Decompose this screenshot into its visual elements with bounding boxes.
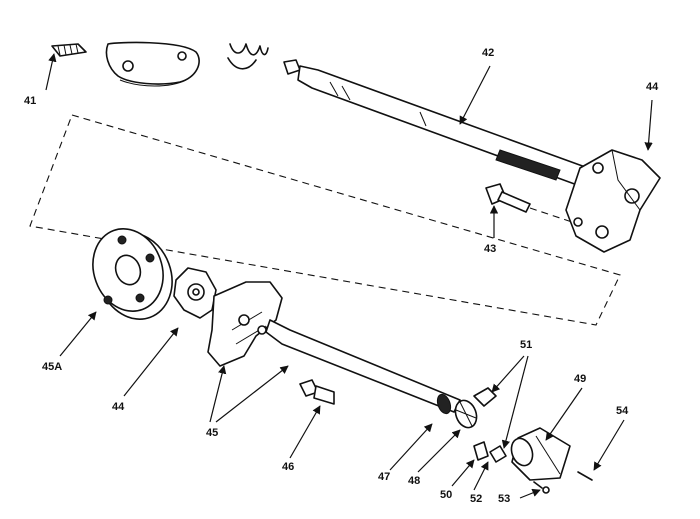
part-44-lock-plate: [173, 267, 217, 319]
callout-51: 51: [520, 339, 533, 351]
callout-46: 46: [282, 461, 295, 473]
callout-52: 52: [470, 493, 483, 505]
part-45-lower-shaft-bracket: [207, 281, 461, 413]
part-42-upper-shaft: [283, 59, 589, 187]
callout-44-lower: 44: [112, 401, 125, 413]
part-45A-disc: [92, 228, 173, 320]
part-49-coupling: [510, 427, 571, 481]
part-51-clip-lower: [489, 445, 507, 463]
callout-53: 53: [498, 493, 511, 505]
callout-47: 47: [378, 471, 391, 483]
callout-48: 48: [408, 475, 421, 487]
callout-50: 50: [440, 489, 453, 501]
dashed-assembly-outline: [29, 114, 621, 326]
part-50-key: [473, 441, 489, 461]
part-51-clip-upper: [473, 387, 497, 407]
part-48-spline-gear: [454, 399, 478, 429]
callout-41: 41: [24, 95, 37, 107]
callout-43: 43: [484, 243, 497, 255]
callout-45A: 45A: [42, 361, 63, 373]
callout-49: 49: [574, 373, 587, 385]
part-46-bolt: [299, 379, 335, 405]
part-41-screw: [51, 43, 87, 57]
callout-42: 42: [482, 47, 495, 59]
leader-lines: [45, 53, 653, 499]
upper-flange-plate: [105, 41, 200, 87]
part-47-collar: [436, 393, 452, 415]
part-43-bolt: [485, 183, 573, 223]
callout-44-upper: 44: [646, 81, 659, 93]
part-53-pin: [533, 481, 550, 494]
part-54-pin: [577, 471, 593, 481]
callout-54: 54: [616, 405, 629, 417]
callout-45: 45: [206, 427, 219, 439]
spring: [227, 43, 269, 70]
part-44-upper-bracket: [565, 149, 661, 253]
